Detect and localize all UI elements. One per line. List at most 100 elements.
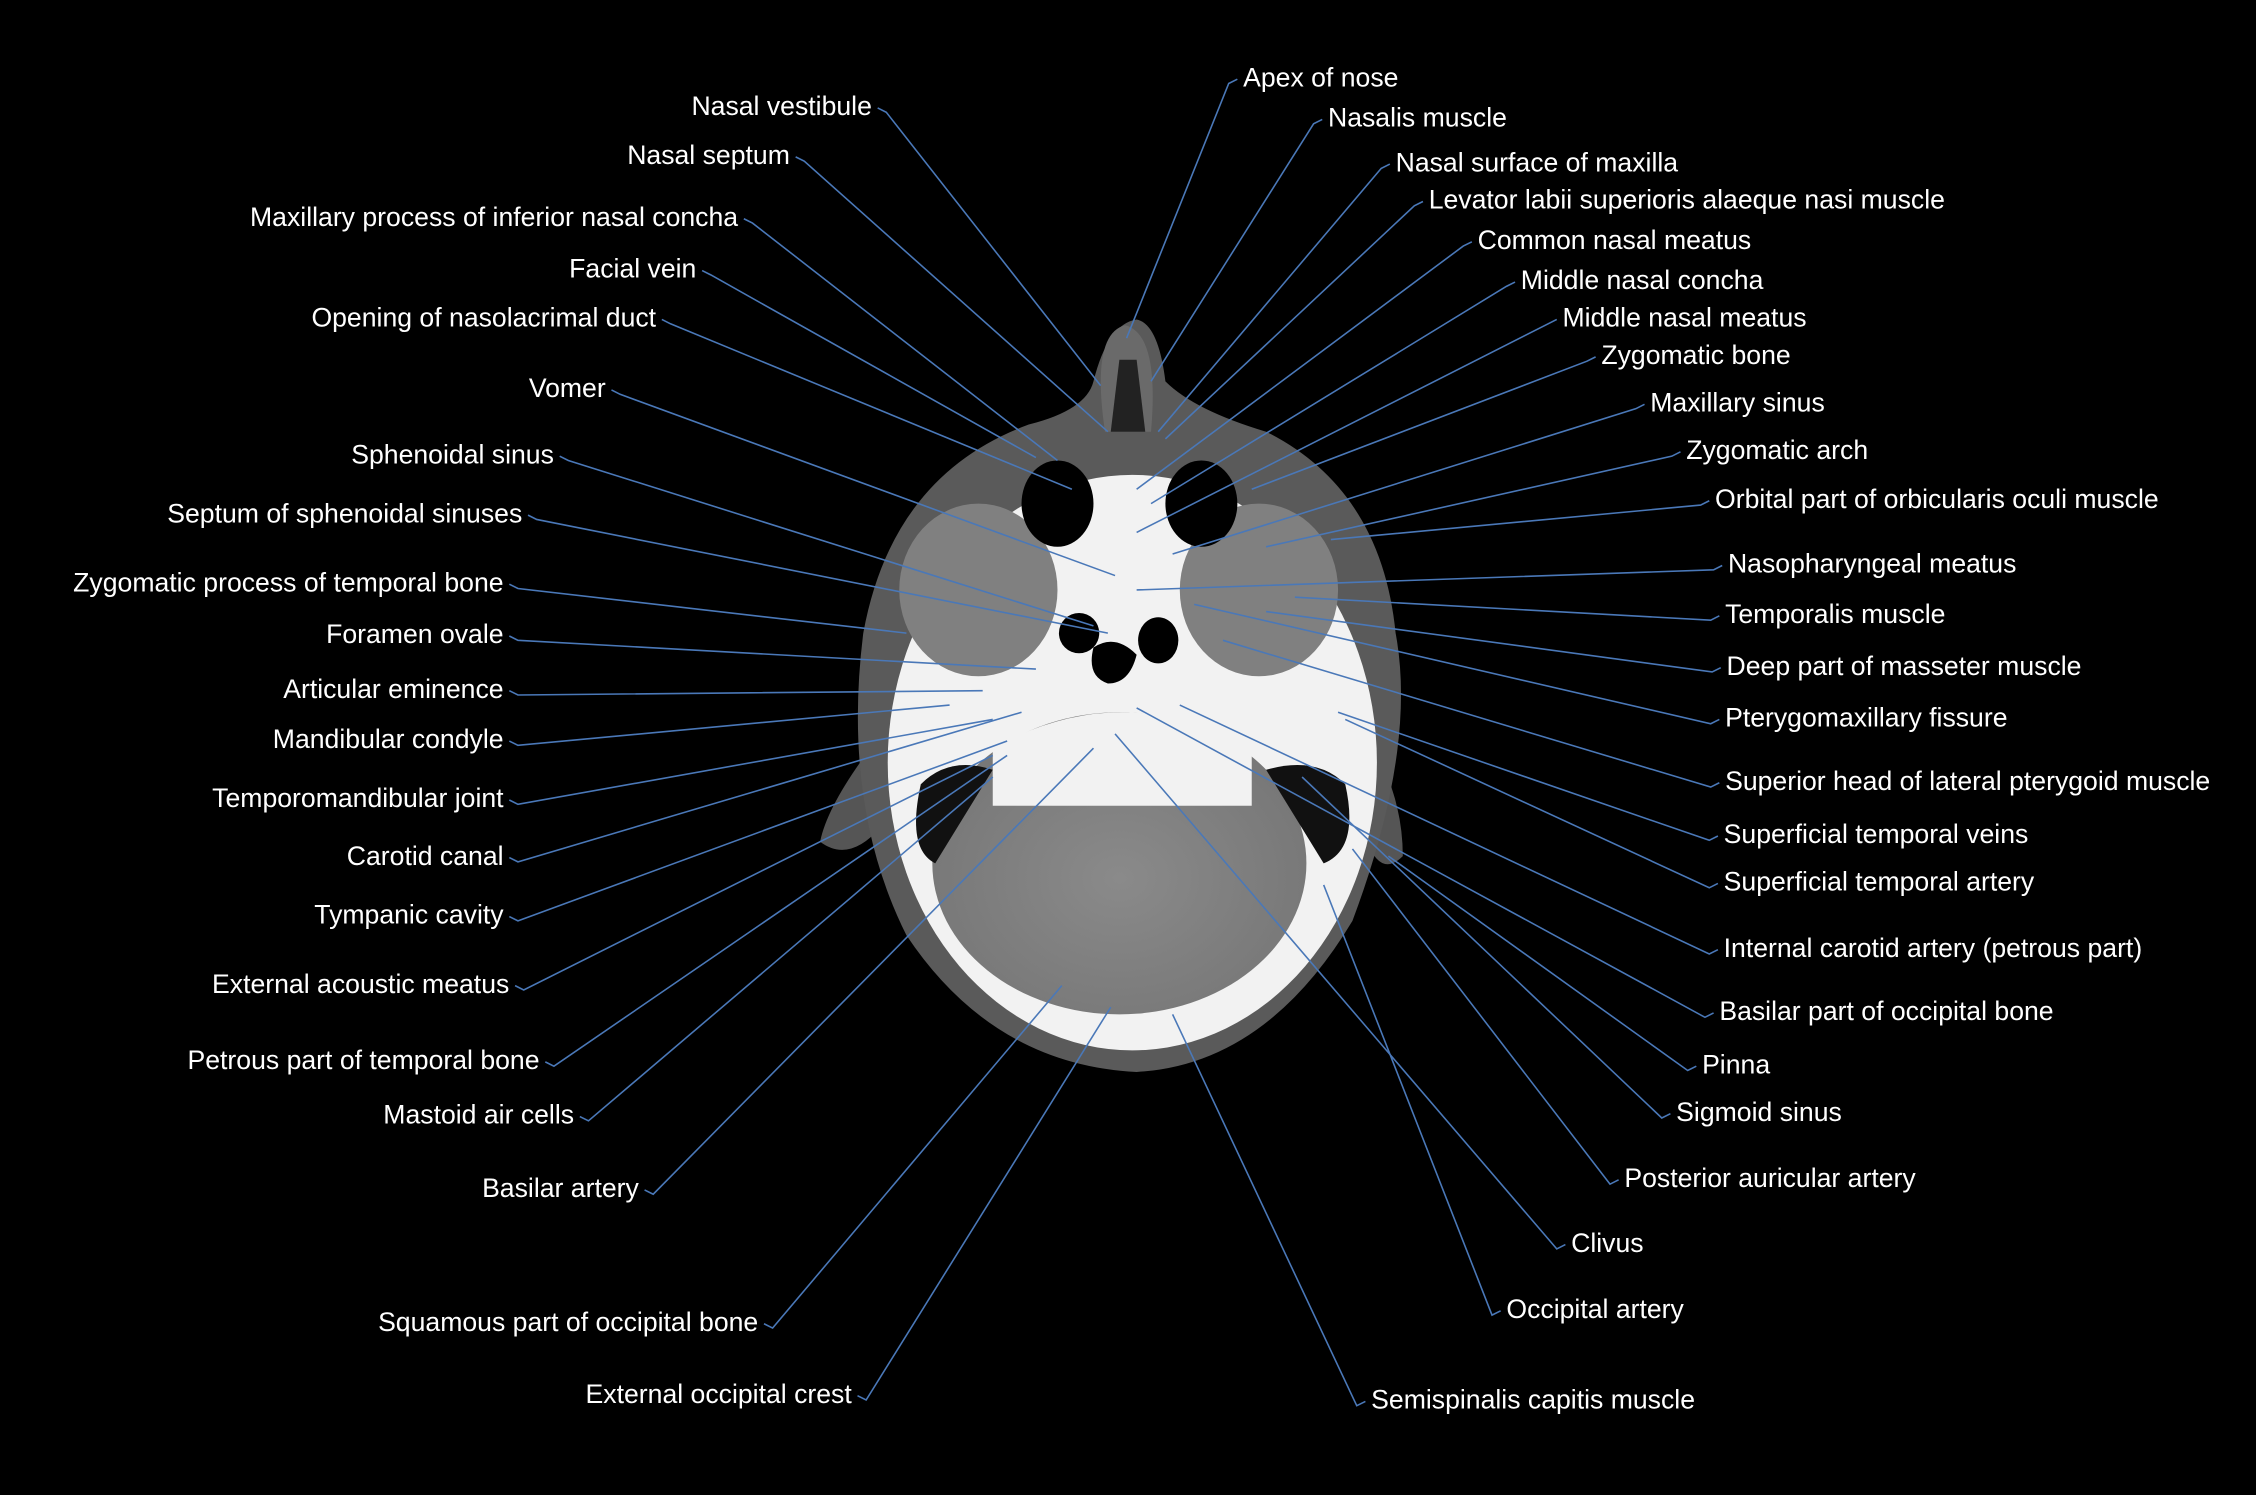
label-middle-nasal-meatus: Middle nasal meatus bbox=[1563, 303, 1807, 333]
leader-line-pterygomaxillary-fissure bbox=[1194, 603, 1720, 725]
leader-line-clivus bbox=[1114, 733, 1566, 1250]
label-occipital-artery: Occipital artery bbox=[1506, 1294, 1684, 1324]
leader-line-sphenoidal-sinus bbox=[559, 455, 1094, 627]
leader-line-temporomandibular-joint bbox=[508, 718, 993, 806]
leader-line-maxillary-sinus bbox=[1172, 403, 1645, 555]
leader-line-nasalis-muscle bbox=[1150, 118, 1323, 382]
label-nasal-surface-of-maxilla: Nasal surface of maxilla bbox=[1396, 147, 1679, 177]
label-carotid-canal: Carotid canal bbox=[347, 841, 504, 871]
leader-line-tympanic-cavity bbox=[508, 740, 1008, 922]
label-tympanic-cavity: Tympanic cavity bbox=[314, 900, 504, 930]
leader-line-mandibular-condyle bbox=[508, 704, 950, 747]
nasopharynx bbox=[1091, 641, 1137, 684]
leader-line-common-nasal-meatus bbox=[1136, 241, 1473, 490]
label-semispinalis-capitis-muscle: Semispinalis capitis muscle bbox=[1371, 1385, 1695, 1415]
label-articular-eminence: Articular eminence bbox=[283, 674, 503, 704]
leader-line-deep-part-of-masseter-muscle bbox=[1266, 610, 1722, 673]
label-nasalis-muscle: Nasalis muscle bbox=[1328, 103, 1507, 133]
ct-scan-image bbox=[820, 319, 1403, 1072]
label-nasopharyngeal-meatus: Nasopharyngeal meatus bbox=[1728, 549, 2016, 579]
leader-line-orbital-part-of-orbicularis-oculi-muscle bbox=[1330, 500, 1710, 541]
label-mastoid-air-cells: Mastoid air cells bbox=[383, 1100, 574, 1130]
right-temporal-fossa bbox=[1179, 503, 1339, 677]
label-squamous-part-of-occipital-bone: Squamous part of occipital bone bbox=[378, 1307, 758, 1337]
leader-line-petrous-part-of-temporal-bone bbox=[544, 754, 1008, 1068]
label-levator-labii-superioris-alaeque-nasi-muscle: Levator labii superioris alaeque nasi mu… bbox=[1429, 185, 1945, 215]
label-external-occipital-crest: External occipital crest bbox=[586, 1379, 853, 1409]
label-pterygomaxillary-fissure: Pterygomaxillary fissure bbox=[1725, 703, 2007, 733]
leader-line-articular-eminence bbox=[508, 689, 983, 696]
leader-line-vomer bbox=[611, 389, 1116, 577]
label-zygomatic-arch: Zygomatic arch bbox=[1686, 435, 1868, 465]
right-maxillary-sinus bbox=[1165, 460, 1238, 547]
label-sigmoid-sinus: Sigmoid sinus bbox=[1676, 1097, 1842, 1127]
left-maxillary-sinus bbox=[1021, 460, 1094, 547]
label-basilar-part-of-occipital-bone: Basilar part of occipital bone bbox=[1719, 996, 2053, 1026]
label-apex-of-nose: Apex of nose bbox=[1243, 62, 1398, 92]
leader-line-apex-of-nose bbox=[1125, 78, 1238, 339]
leader-line-superior-head-of-lateral-pterygoid-muscle bbox=[1222, 639, 1720, 788]
leader-line-nasal-surface-of-maxilla bbox=[1157, 163, 1391, 433]
label-deep-part-of-masseter-muscle: Deep part of masseter muscle bbox=[1727, 651, 2082, 681]
label-opening-of-nasolacrimal-duct: Opening of nasolacrimal duct bbox=[311, 303, 656, 333]
label-petrous-part-of-temporal-bone: Petrous part of temporal bone bbox=[187, 1045, 539, 1075]
leader-line-external-acoustic-meatus bbox=[514, 754, 994, 991]
leader-line-superficial-temporal-veins bbox=[1337, 711, 1719, 842]
sphenoid-sinus-left bbox=[1058, 612, 1100, 654]
leader-line-semispinalis-capitis-muscle bbox=[1171, 1014, 1366, 1407]
leader-line-middle-nasal-concha bbox=[1150, 281, 1516, 505]
label-clivus: Clivus bbox=[1571, 1228, 1643, 1258]
leader-line-opening-of-nasolacrimal-duct bbox=[661, 318, 1073, 490]
leader-line-levator-labii-superioris-alaeque-nasi-muscle bbox=[1164, 200, 1424, 440]
label-nasal-vestibule: Nasal vestibule bbox=[691, 91, 871, 121]
leader-line-maxillary-process-of-inferior-nasal-concha bbox=[743, 218, 1058, 462]
label-superficial-temporal-veins: Superficial temporal veins bbox=[1724, 819, 2029, 849]
leader-line-carotid-canal bbox=[508, 711, 1022, 863]
label-temporomandibular-joint: Temporomandibular joint bbox=[212, 783, 504, 813]
leader-lines bbox=[508, 78, 1723, 1407]
leader-line-zygomatic-bone bbox=[1251, 356, 1596, 490]
leader-line-middle-nasal-meatus bbox=[1136, 318, 1558, 534]
nasal-cavity bbox=[1110, 359, 1146, 432]
left-mastoid-air bbox=[916, 765, 993, 864]
sphenoid-sinus-right bbox=[1138, 617, 1179, 664]
leader-line-basilar-part-of-occipital-bone bbox=[1136, 707, 1714, 1019]
leader-line-internal-carotid-artery-petrous-part bbox=[1179, 704, 1719, 955]
leader-line-occipital-artery bbox=[1322, 884, 1501, 1317]
label-nasal-septum: Nasal septum bbox=[627, 140, 790, 170]
label-posterior-auricular-artery: Posterior auricular artery bbox=[1624, 1163, 1916, 1193]
label-superficial-temporal-artery: Superficial temporal artery bbox=[1724, 867, 2035, 897]
label-basilar-artery: Basilar artery bbox=[482, 1173, 639, 1203]
leader-line-external-occipital-crest bbox=[857, 1006, 1112, 1402]
label-middle-nasal-concha: Middle nasal concha bbox=[1521, 265, 1764, 295]
label-zygomatic-process-of-temporal-bone: Zygomatic process of temporal bone bbox=[73, 567, 503, 597]
label-common-nasal-meatus: Common nasal meatus bbox=[1478, 225, 1752, 255]
leader-line-nasopharyngeal-meatus bbox=[1136, 564, 1723, 591]
label-vomer: Vomer bbox=[529, 373, 606, 403]
label-superior-head-of-lateral-pterygoid-muscle: Superior head of lateral pterygoid muscl… bbox=[1725, 766, 2210, 796]
label-septum-of-sphenoidal-sinuses: Septum of sphenoidal sinuses bbox=[167, 498, 522, 528]
leader-line-superficial-temporal-artery bbox=[1344, 718, 1719, 889]
leader-line-septum-of-sphenoidal-sinuses bbox=[527, 514, 1109, 634]
leader-line-pinna bbox=[1387, 855, 1697, 1072]
leader-line-sigmoid-sinus bbox=[1301, 776, 1671, 1119]
leader-line-nasal-septum bbox=[795, 156, 1109, 433]
leader-line-mastoid-air-cells bbox=[579, 776, 994, 1122]
leader-line-temporalis-muscle bbox=[1294, 596, 1720, 621]
label-zygomatic-bone: Zygomatic bone bbox=[1601, 340, 1790, 370]
leader-line-posterior-auricular-artery bbox=[1351, 848, 1619, 1186]
label-temporalis-muscle: Temporalis muscle bbox=[1725, 599, 1945, 629]
leader-line-zygomatic-process-of-temporal-bone bbox=[508, 583, 907, 634]
label-foramen-ovale: Foramen ovale bbox=[326, 619, 503, 649]
leader-line-nasal-vestibule bbox=[877, 107, 1102, 387]
label-external-acoustic-meatus: External acoustic meatus bbox=[212, 969, 509, 999]
leader-line-foramen-ovale bbox=[508, 635, 1036, 670]
leader-line-zygomatic-arch bbox=[1265, 451, 1681, 548]
label-internal-carotid-artery-petrous-part: Internal carotid artery (petrous part) bbox=[1724, 933, 2143, 963]
label-sphenoidal-sinus: Sphenoidal sinus bbox=[351, 439, 554, 469]
label-pinna: Pinna bbox=[1702, 1049, 1770, 1079]
label-maxillary-sinus: Maxillary sinus bbox=[1650, 388, 1824, 418]
label-maxillary-process-of-inferior-nasal-concha: Maxillary process of inferior nasal conc… bbox=[250, 202, 738, 232]
